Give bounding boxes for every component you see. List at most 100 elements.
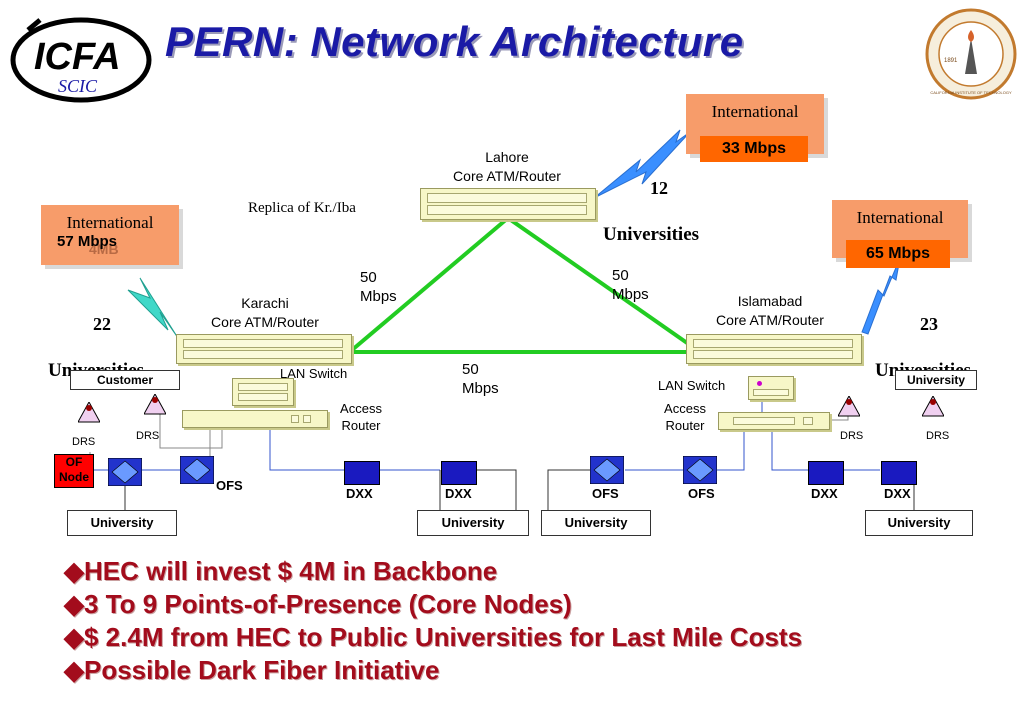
intl-bolt-left xyxy=(127,277,179,339)
dxx-label: DXX xyxy=(346,486,373,501)
drs-icon xyxy=(78,402,100,423)
karachi-label-line1: Karachi xyxy=(241,295,289,311)
karachi-label-line2: Core ATM/Router xyxy=(211,314,319,330)
islamabad-label-line1: Islamabad xyxy=(737,293,803,309)
karachi-lan-switch xyxy=(232,378,294,406)
karachi-lan-switch-label: LAN Switch xyxy=(280,366,348,381)
university-box-top: University xyxy=(895,370,977,390)
dxx-box xyxy=(344,461,380,485)
ofs-label: OFS xyxy=(216,478,243,493)
dxx-box xyxy=(881,461,917,485)
university-box: University xyxy=(865,510,973,536)
ofs-switch-icon xyxy=(590,456,624,484)
international-speed-top: 33 Mbps xyxy=(700,136,808,162)
drs-label: DRS xyxy=(136,430,160,442)
diamond-icon: ◆ xyxy=(64,655,84,685)
dxx-box xyxy=(808,461,844,485)
ofs-label: OFS xyxy=(688,486,715,501)
islamabad-access-router xyxy=(718,412,830,430)
universities-count-karachi: 22 xyxy=(93,314,111,334)
of-node: OF Node xyxy=(54,454,94,488)
link-speed-unit: Mbps xyxy=(462,380,499,397)
seal-year: 1891 xyxy=(944,58,958,64)
international-ghost-text: 4MB xyxy=(89,241,119,257)
link-speed-unit: Mbps xyxy=(612,286,649,303)
bullet-item: ◆3 To 9 Points-of-Presence (Core Nodes) xyxy=(64,589,1004,620)
universities-count-islamabad: 23 xyxy=(920,314,938,334)
drs-icon xyxy=(144,394,166,415)
bullet-item: ◆$ 2.4M from HEC to Public Universities … xyxy=(64,622,1004,653)
international-speed-left: 57 Mbps xyxy=(57,233,118,250)
backbone-lahore-karachi xyxy=(350,216,510,352)
international-speed-right: 65 Mbps xyxy=(846,240,950,268)
link-speed-value: 50 xyxy=(360,269,377,286)
international-title: International xyxy=(66,213,154,232)
access-router-line2: Router xyxy=(341,418,381,433)
icfa-logo: ICFA SCIC xyxy=(6,10,156,106)
page-title: PERN: Network Architecture xyxy=(165,18,744,65)
drs-label: DRS xyxy=(840,430,864,442)
bullet-list: ◆HEC will invest $ 4M in Backbone ◆3 To … xyxy=(64,556,1004,686)
drs-label: DRS xyxy=(926,430,950,442)
intl-bolt-top xyxy=(593,129,691,199)
bullet-item: ◆Possible Dark Fiber Initiative xyxy=(64,655,1004,686)
of-node-line1: OF xyxy=(65,455,83,469)
lahore-label-line2: Core ATM/Router xyxy=(453,168,561,184)
of-node-line2: Node xyxy=(59,470,89,484)
university-box: University xyxy=(541,510,651,536)
lahore-label-line1: Lahore xyxy=(485,149,529,165)
bullet-item: ◆HEC will invest $ 4M in Backbone xyxy=(64,556,1004,587)
karachi-label: Karachi Core ATM/Router xyxy=(180,294,350,332)
link-speed-unit: Mbps xyxy=(360,288,397,305)
dxx-label: DXX xyxy=(884,486,911,501)
scic-logo-text: SCIC xyxy=(58,76,98,96)
ofs-switch-icon xyxy=(180,456,214,484)
islamabad-lan-switch xyxy=(748,376,794,400)
link-speed-value: 50 xyxy=(462,361,479,378)
access-router-line2: Router xyxy=(665,418,705,433)
replica-label: Replica of Kr./Iba xyxy=(248,200,356,216)
karachi-access-router xyxy=(182,410,328,428)
caltech-seal: 1891 CALIFORNIA INSTITUTE OF TECHNOLOGY xyxy=(925,8,1017,100)
university-box: University xyxy=(67,510,177,536)
bullet-text: 3 To 9 Points-of-Presence (Core Nodes) xyxy=(84,589,572,619)
bullet-text: $ 2.4M from HEC to Public Universities f… xyxy=(84,622,803,652)
dxx-box xyxy=(441,461,477,485)
link-speed-value: 50 xyxy=(612,267,629,284)
seal-text: CALIFORNIA INSTITUTE OF TECHNOLOGY xyxy=(930,90,1012,95)
university-box: University xyxy=(417,510,529,536)
bullet-text: HEC will invest $ 4M in Backbone xyxy=(84,556,498,586)
link-label-karachi-islamabad: 50 Mbps xyxy=(462,360,499,398)
diamond-icon: ◆ xyxy=(64,556,84,586)
drs-icon xyxy=(838,396,860,417)
link-label-lahore-islamabad: 50 Mbps xyxy=(612,266,649,304)
customer-box: Customer xyxy=(70,370,180,390)
international-title: International xyxy=(711,102,799,121)
dxx-label: DXX xyxy=(445,486,472,501)
ofs-label: OFS xyxy=(592,486,619,501)
ofs-switch-icon xyxy=(683,456,717,484)
diamond-icon: ◆ xyxy=(64,622,84,652)
drs-icon xyxy=(922,396,944,417)
karachi-core-router xyxy=(176,334,352,364)
backbone-lahore-islamabad xyxy=(506,216,692,347)
lahore-label: Lahore Core ATM/Router xyxy=(420,148,594,186)
intl-bolt-right xyxy=(861,257,901,335)
islamabad-access-router-label: Access Router xyxy=(650,400,720,434)
icfa-logo-text: ICFA xyxy=(34,36,121,78)
islamabad-core-router xyxy=(686,334,862,364)
lahore-core-router xyxy=(420,188,596,220)
diamond-icon: ◆ xyxy=(64,589,84,619)
international-title: International xyxy=(856,208,944,227)
bullet-text: Possible Dark Fiber Initiative xyxy=(84,655,440,685)
islamabad-label: Islamabad Core ATM/Router xyxy=(685,292,855,330)
ofs-switch-icon xyxy=(108,458,142,486)
drs-label: DRS xyxy=(72,436,96,448)
islamabad-lan-switch-label: LAN Switch xyxy=(658,378,726,393)
islamabad-label-line2: Core ATM/Router xyxy=(716,312,824,328)
link-label-lahore-karachi: 50 Mbps xyxy=(360,268,397,306)
dxx-label: DXX xyxy=(811,486,838,501)
access-router-line1: Access xyxy=(664,401,706,416)
international-box-left: International 4MB 57 Mbps xyxy=(41,205,179,265)
